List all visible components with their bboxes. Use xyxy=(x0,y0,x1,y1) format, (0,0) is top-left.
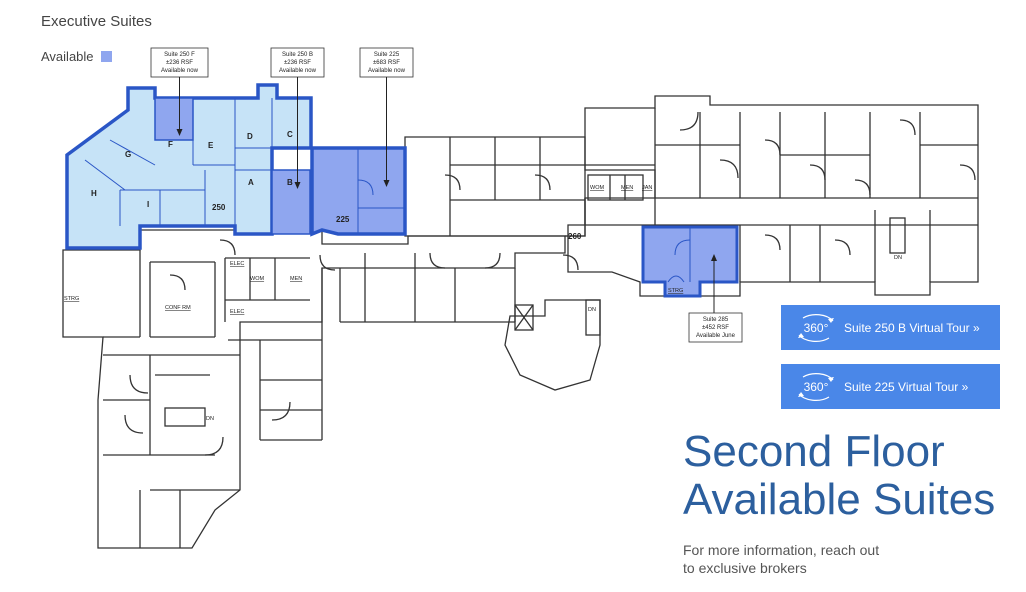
svg-text:360°: 360° xyxy=(804,321,829,335)
wom-center-label: WOM xyxy=(250,276,264,282)
svg-text:Suite 285: Suite 285 xyxy=(703,317,729,323)
room-label-250: 250 xyxy=(212,203,226,212)
svg-text:Suite 250 B: Suite 250 B xyxy=(282,52,313,58)
men-center-label: MEN xyxy=(290,276,302,282)
room-label-f: F xyxy=(168,140,173,149)
room-label-260: 260 xyxy=(568,232,582,241)
suite-250f-highlight[interactable] xyxy=(154,97,194,141)
elec-bottom-label: ELEC xyxy=(230,309,244,315)
strg-left-label: STRG xyxy=(64,296,79,302)
room-label-225: 225 xyxy=(336,215,350,224)
svg-text:360°: 360° xyxy=(804,380,829,394)
360-view-icon: 360° xyxy=(793,371,839,403)
suite-250b-highlight[interactable] xyxy=(271,169,311,235)
callout-285: Suite 285 ±452 RSF Available June xyxy=(688,254,743,343)
callout-225: Suite 225 ±683 RSF Available now xyxy=(359,47,414,187)
utility-labels: CONF RM STRG STRG ELEC ELEC WOM MEN WOM … xyxy=(64,185,683,315)
headline-line-1: Second Floor xyxy=(683,427,945,476)
360-view-icon: 360° xyxy=(793,312,839,344)
central-block xyxy=(404,136,656,237)
suite-250b-tour-button[interactable]: 360° Suite 250 B Virtual Tour » xyxy=(781,305,1000,350)
left-wing-outline xyxy=(62,229,566,549)
legend: Available xyxy=(41,49,112,64)
room-label-a: A xyxy=(248,178,254,187)
svg-text:Available now: Available now xyxy=(368,68,406,74)
room-label-g: G xyxy=(125,150,131,159)
lobby-outline xyxy=(504,299,601,391)
svg-text:±683 RSF: ±683 RSF xyxy=(373,60,400,66)
svg-text:Suite 225: Suite 225 xyxy=(374,52,400,58)
room-labels: F G H I E D C A B 250 225 260 xyxy=(91,130,582,241)
stair-labels: DN DN DN xyxy=(206,255,902,422)
room-label-d: D xyxy=(247,132,253,141)
contact-note-line-1: For more information, reach out xyxy=(683,542,880,558)
svg-text:±452 RSF: ±452 RSF xyxy=(702,325,729,331)
svg-text:±236 RSF: ±236 RSF xyxy=(166,60,193,66)
callout-250f: Suite 250 F ±236 RSF Available now xyxy=(150,47,209,136)
room-label-h: H xyxy=(91,189,97,198)
men-right-label: MEN xyxy=(621,185,633,191)
corridor-link xyxy=(565,198,586,237)
contact-note: For more information, reach out to exclu… xyxy=(683,541,943,577)
legend-label: Available xyxy=(41,49,94,64)
suite-250b-tour-label: Suite 250 B Virtual Tour » xyxy=(844,320,980,335)
building-walls xyxy=(62,95,979,549)
room-label-b: B xyxy=(287,178,293,187)
room-label-i: I xyxy=(147,200,149,209)
room-label-c: C xyxy=(287,130,293,139)
headline-line-2: Available Suites xyxy=(683,475,996,524)
jan-label: JAN xyxy=(642,185,652,191)
right-wing-outline xyxy=(567,95,979,297)
room-label-e: E xyxy=(208,141,214,150)
svg-text:Available June: Available June xyxy=(696,333,736,339)
svg-text:Suite 250 F: Suite 250 F xyxy=(164,52,195,58)
dn-left-label: DN xyxy=(206,416,214,422)
executive-suites-area xyxy=(65,83,313,250)
svg-text:Available now: Available now xyxy=(279,68,317,74)
suite-225-tour-button[interactable]: 360° Suite 225 Virtual Tour » xyxy=(781,364,1000,409)
legend-swatch xyxy=(100,51,112,62)
dn-center-label: DN xyxy=(588,307,596,313)
callout-250b: Suite 250 B ±236 RSF Available now xyxy=(270,47,325,189)
page-title: Executive Suites xyxy=(41,13,152,30)
suite-225-tour-label: Suite 225 Virtual Tour » xyxy=(844,379,969,394)
svg-text:±236 RSF: ±236 RSF xyxy=(284,60,311,66)
headline: Second Floor Available Suites xyxy=(683,428,995,524)
strg-285-label: STRG xyxy=(668,288,683,294)
dn-right-label: DN xyxy=(894,255,902,261)
elec-top-label: ELEC xyxy=(230,261,244,267)
wom-right-label: WOM xyxy=(590,185,604,191)
conf-rm-label: CONF RM xyxy=(165,305,191,311)
svg-text:Available now: Available now xyxy=(161,68,199,74)
contact-note-line-2: to exclusive brokers xyxy=(683,560,807,576)
